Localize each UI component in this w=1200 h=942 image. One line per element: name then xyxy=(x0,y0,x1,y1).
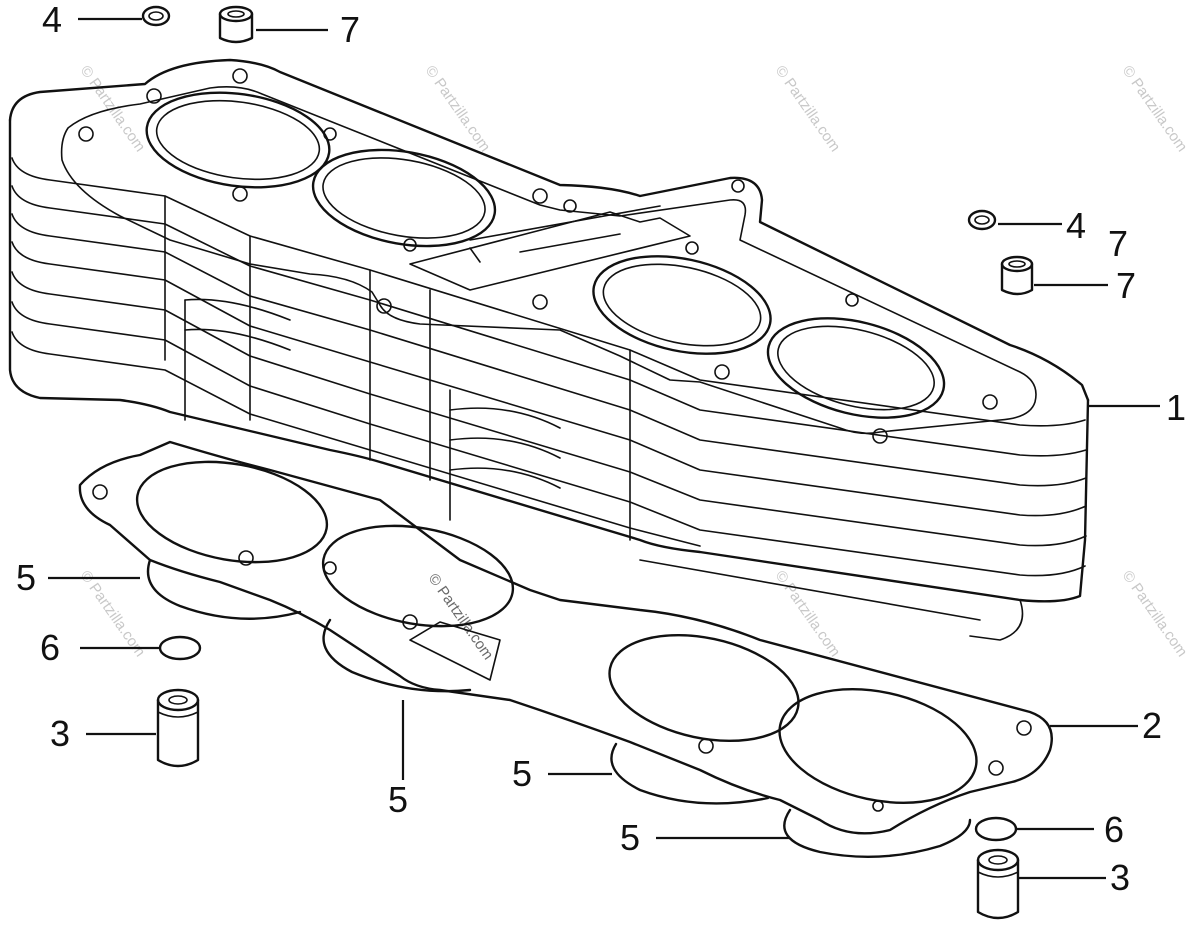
callout-3: 3 xyxy=(1110,857,1130,898)
cylinder-block xyxy=(8,58,1090,641)
callout-7: 7 xyxy=(1108,223,1128,264)
oring-6-right xyxy=(974,816,1018,842)
callout-1: 1 xyxy=(1166,387,1186,428)
watermark: © Partzilla.com xyxy=(422,63,494,156)
callout-5: 5 xyxy=(620,817,640,858)
watermark: © Partzilla.com xyxy=(77,568,149,661)
callout-4: 4 xyxy=(42,0,62,40)
watermark: © Partzilla.com xyxy=(425,571,497,664)
callout-labels: 4 7 4 7 7 1 2 5 6 3 5 5 5 6 3 xyxy=(16,0,1186,898)
oring-6-left xyxy=(158,635,202,661)
callout-6: 6 xyxy=(1104,809,1124,850)
watermark: © Partzilla.com xyxy=(772,63,844,156)
o-rings xyxy=(146,558,972,858)
callout-5: 5 xyxy=(512,753,532,794)
dowel-3-right xyxy=(976,848,1020,920)
callout-3: 3 xyxy=(50,713,70,754)
callout-5: 5 xyxy=(16,557,36,598)
leader-lines xyxy=(48,17,1160,880)
callout-5: 5 xyxy=(388,779,408,820)
callout-6: 6 xyxy=(40,627,60,668)
callout-4: 4 xyxy=(1066,205,1086,246)
dowel-3-left xyxy=(156,688,200,768)
callout-7: 7 xyxy=(1116,265,1136,306)
washer-4-right xyxy=(967,209,997,231)
dowel-pin-7-top xyxy=(218,5,254,44)
watermark: © Partzilla.com xyxy=(1119,63,1191,156)
callout-2: 2 xyxy=(1142,705,1162,746)
cylinder-base-gasket xyxy=(78,440,1053,835)
dowel-pin-7-right xyxy=(1000,255,1034,296)
watermark: © Partzilla.com xyxy=(1119,568,1191,661)
callout-7: 7 xyxy=(340,9,360,50)
washer-4-top xyxy=(141,5,171,27)
